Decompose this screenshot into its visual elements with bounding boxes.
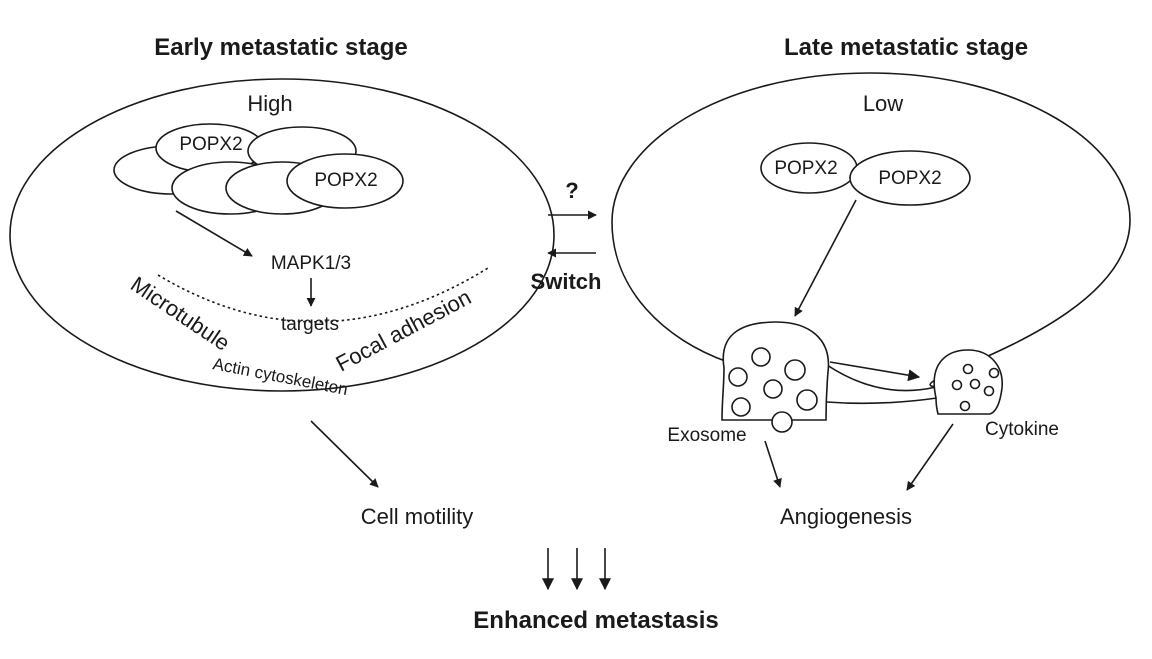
late-cell [611,72,1131,392]
cytokine-label: Cytokine [985,419,1059,440]
late-stage-title: Late metastatic stage [784,34,1028,61]
popx2-label: POPX2 [774,158,837,179]
exosome-label: Exosome [667,425,746,446]
early-stage-title: Early metastatic stage [154,34,407,61]
popx2-label: POPX2 [179,134,242,155]
arrow-exosome-to-angiogenesis [764,440,782,488]
popx2-cluster-high [113,123,404,215]
late-cell-lower-membrane [826,397,938,405]
arrow-to-cell-motility [310,420,379,488]
popx2-label: POPX2 [314,170,377,191]
cytokine-vesicle [933,349,1003,415]
question-mark: ? [565,178,578,203]
popx2-label: POPX2 [878,168,941,189]
arrow-popx2-to-mapk [175,210,253,257]
mapk-label: MAPK1/3 [271,253,351,274]
enhanced-metastasis-label: Enhanced metastasis [473,607,718,634]
exosome-particles [728,347,818,433]
early-level-label: High [247,91,292,116]
cytokine-particles [951,363,1000,412]
popx2-cluster-low [760,142,971,206]
angiogenesis-label: Angiogenesis [780,504,912,529]
cell-motility-label: Cell motility [361,504,473,529]
switch-label: Switch [531,269,602,294]
targets-label: targets [281,314,339,335]
arrow-exosome-to-cytokine [829,361,921,382]
arrow-popx2-to-exosome [794,199,857,317]
membrane-dotted-curve [157,267,489,323]
arrow-cytokine-to-angiogenesis [906,423,954,491]
early-cell [9,78,555,392]
late-level-label: Low [863,91,903,116]
